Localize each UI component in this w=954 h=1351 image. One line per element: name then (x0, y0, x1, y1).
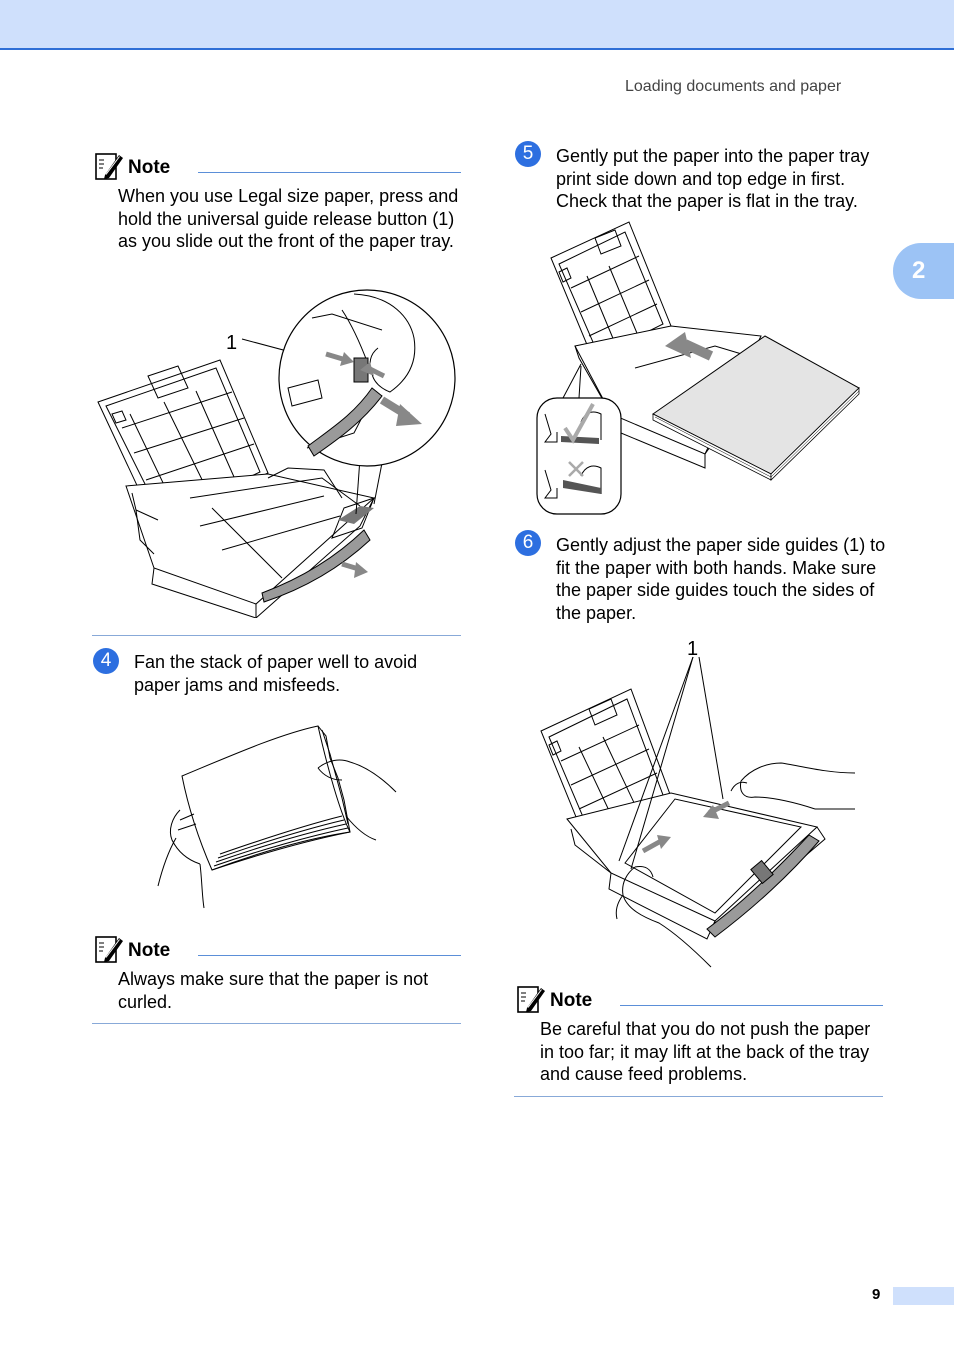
page-number-tab (893, 1287, 954, 1305)
section-divider (514, 1096, 883, 1097)
note-pencil-icon (517, 986, 545, 1013)
note-heading: Note (517, 985, 883, 1021)
step-text: Gently put the paper into the paper tray… (556, 146, 870, 211)
paper-tray-release-figure: 1 (97, 289, 456, 618)
load-paper-figure (536, 221, 860, 515)
note-pencil-icon (95, 153, 123, 180)
step-number-badge: 6 (515, 530, 541, 556)
chapter-tab: 2 (893, 243, 954, 299)
note-label: Note (550, 990, 593, 1011)
header-bar (0, 0, 954, 50)
note-label: Note (128, 157, 171, 178)
note-divider (198, 172, 461, 173)
note-text: Always make sure that the paper is not c… (118, 969, 429, 1012)
note-text: When you use Legal size paper, press and… (118, 186, 459, 251)
note-divider (198, 955, 461, 956)
section-divider (92, 1023, 461, 1024)
fan-paper-figure (157, 725, 397, 909)
page-number: 9 (872, 1286, 881, 1303)
note-divider (620, 1005, 883, 1006)
step-text: Fan the stack of paper well to avoid pap… (134, 652, 418, 695)
running-head: Loading documents and paper (625, 78, 842, 95)
step-text: Gently adjust the paper side guides (1) … (556, 535, 886, 623)
figure-callout-1: 1 (687, 638, 698, 660)
section-divider (92, 635, 461, 636)
note-text: Be careful that you do not push the pape… (540, 1019, 871, 1084)
step-number-badge: 4 (93, 648, 119, 674)
note-pencil-icon (95, 936, 123, 963)
note-label: Note (128, 940, 171, 961)
step-number-badge: 5 (515, 141, 541, 167)
note-heading: Note (95, 152, 461, 188)
side-guides-figure: 1 (540, 638, 856, 968)
note-heading: Note (95, 935, 461, 971)
figure-callout-1: 1 (226, 332, 237, 354)
